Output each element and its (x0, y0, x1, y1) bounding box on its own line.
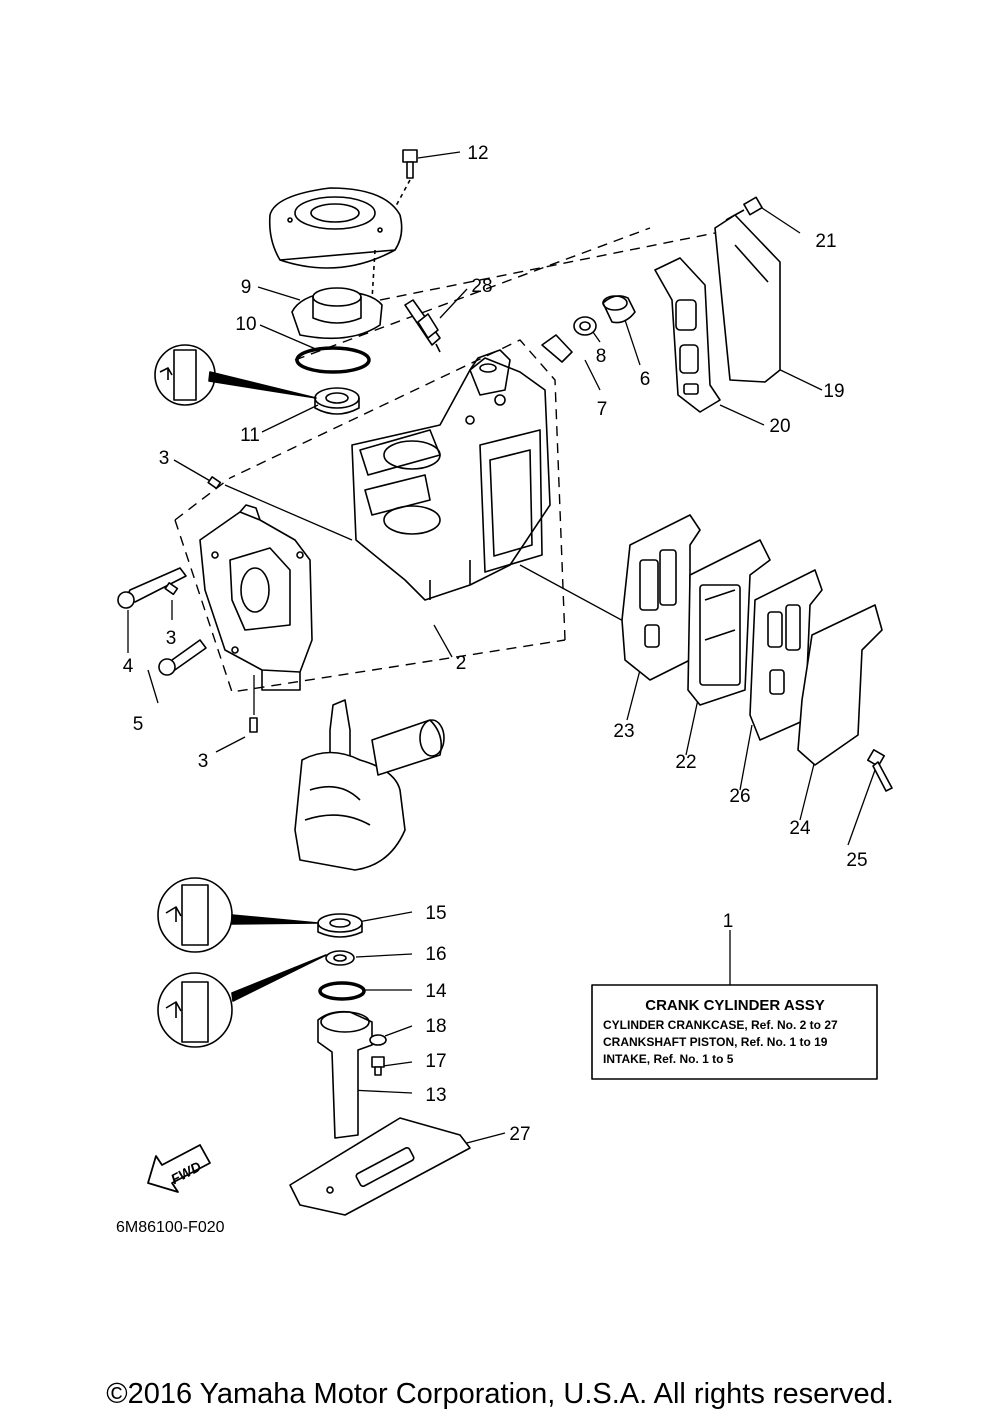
reed-plate-part-24 (797, 604, 883, 766)
callout-18: 18 (425, 1016, 446, 1037)
dowel-pin-part-3a (207, 476, 222, 490)
thermostat-parts-7-8 (541, 316, 597, 363)
callout-20: 20 (769, 416, 790, 437)
o-ring-part-10 (295, 346, 371, 374)
housing-part-9 (291, 287, 383, 340)
gasket-part-27 (289, 1117, 471, 1216)
callout-3a: 3 (159, 448, 170, 469)
sleeve-part-13 (317, 1010, 373, 1139)
callout-8: 8 (596, 346, 607, 367)
diagram-code: 6M86100-F020 (116, 1219, 225, 1236)
dowel-pin-part-3b (164, 582, 179, 596)
cylinder-block-part-2 (351, 349, 551, 601)
grease-callout-circle (154, 344, 317, 406)
callout-25: 25 (846, 850, 867, 871)
callout-13: 13 (425, 1085, 446, 1106)
copyright-notice: ©2016 Yamaha Motor Corporation, U.S.A. A… (106, 1378, 894, 1410)
callout-23: 23 (613, 721, 634, 742)
dowel-pin-part-3c (249, 717, 258, 733)
callout-3b: 3 (166, 628, 177, 649)
info-box: CRANK CYLINDER ASSY CYLINDER CRANKCASE, … (591, 984, 878, 1080)
grease-callout-circle-3 (157, 954, 327, 1048)
callout-21: 21 (815, 231, 836, 252)
dashed-assembly-outline (174, 227, 721, 693)
callout-4: 4 (123, 656, 134, 677)
fwd-arrow-icon: FWD (147, 1144, 211, 1193)
leader-lines (127, 151, 876, 1151)
callout-1: 1 (723, 911, 734, 932)
bolt-part-5 (158, 639, 207, 676)
callout-15: 15 (425, 903, 446, 924)
callout-28: 28 (471, 276, 492, 297)
info-box-line: CYLINDER CRANKCASE, Ref. No. 2 to 27 (603, 1018, 838, 1032)
washer-part-18 (369, 1034, 387, 1046)
reed-valve-part-22 (687, 539, 771, 706)
callout-3c: 3 (198, 751, 209, 772)
callout-26: 26 (729, 786, 750, 807)
bolt-part-25 (867, 749, 893, 792)
exhaust-cover-part-19 (714, 214, 781, 383)
callout-27: 27 (509, 1124, 530, 1145)
info-box-title: CRANK CYLINDER ASSY (645, 997, 824, 1014)
bolt-part-12 (383, 149, 418, 229)
callout-7: 7 (597, 399, 608, 420)
callout-17: 17 (425, 1051, 446, 1072)
callout-22: 22 (675, 752, 696, 773)
callout-14: 14 (425, 981, 447, 1002)
bolt-part-17 (371, 1056, 385, 1076)
o-ring-part-14 (318, 981, 366, 1001)
oil-seal-part-15 (317, 913, 363, 938)
callout-6: 6 (640, 369, 651, 390)
spark-plug-part-28 (404, 299, 441, 353)
oil-seal-part-16 (325, 950, 355, 966)
callout-12: 12 (467, 143, 488, 164)
crankcase-intake-part (199, 504, 313, 691)
callout-16: 16 (425, 944, 446, 965)
callout-9: 9 (241, 277, 252, 298)
crankshaft-piston-part (294, 699, 445, 871)
callout-10: 10 (235, 314, 256, 335)
oil-seal-part-11 (314, 387, 360, 415)
info-box-line: CRANKSHAFT PISTON, Ref. No. 1 to 19 (603, 1035, 828, 1049)
callout-19: 19 (823, 381, 844, 402)
cover-plate-part (268, 187, 403, 301)
callout-5: 5 (133, 714, 144, 735)
callout-2: 2 (456, 653, 467, 674)
cap-part-6 (602, 295, 636, 324)
info-box-line: INTAKE, Ref. No. 1 to 5 (603, 1052, 734, 1066)
callout-11: 11 (240, 425, 260, 446)
bolt-part-4 (117, 567, 187, 609)
exhaust-gasket-part-20 (654, 257, 721, 413)
callout-24: 24 (789, 818, 811, 839)
grease-callout-circle-2 (157, 877, 319, 953)
